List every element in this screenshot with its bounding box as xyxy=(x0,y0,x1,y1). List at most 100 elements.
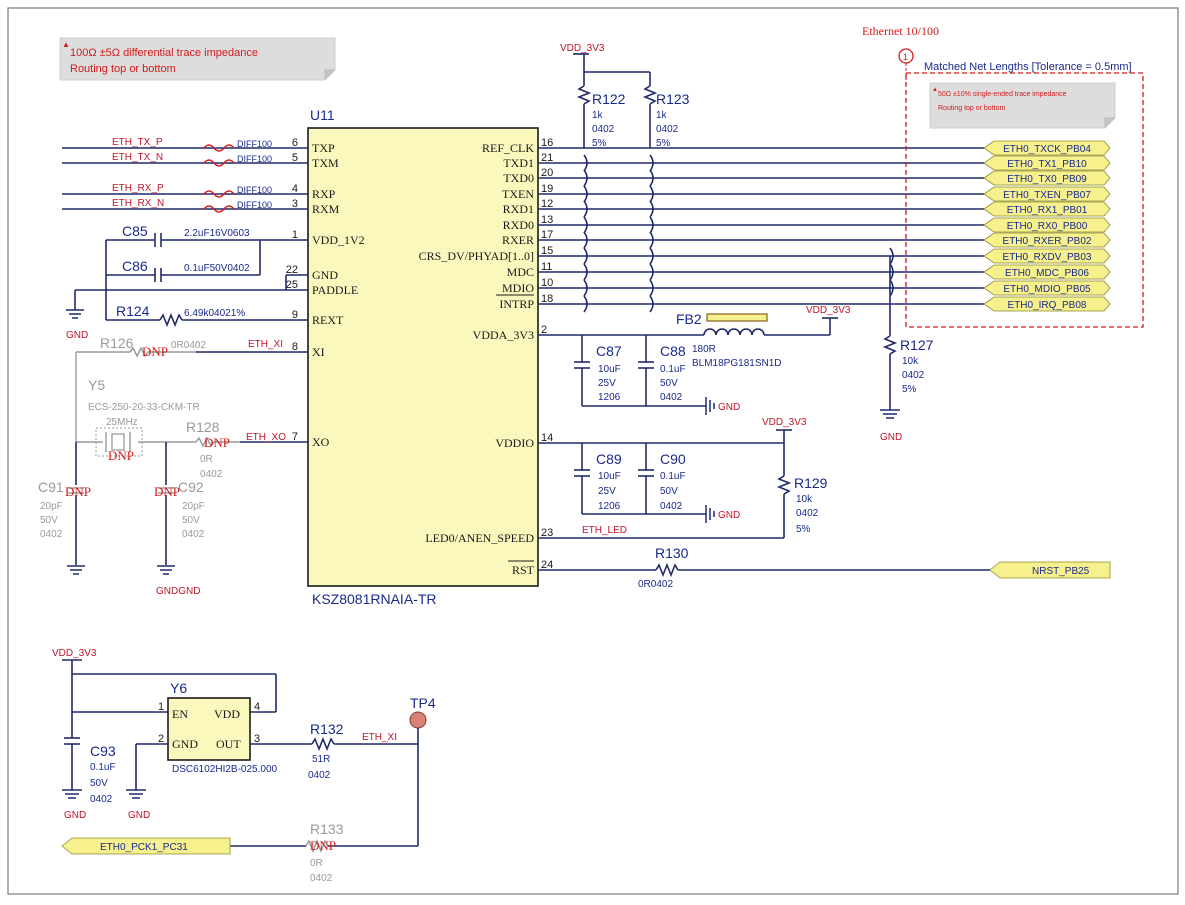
eth-led-net: ETH_LED xyxy=(582,525,627,536)
c89-v2: 25V xyxy=(598,486,616,497)
eth-xi-net: ETH_XI xyxy=(248,339,283,350)
c86-val: 0.1uF50V0402 xyxy=(184,263,250,274)
c88-v3: 0402 xyxy=(660,392,683,403)
c87-ref: C87 xyxy=(596,343,622,359)
y5-part: ECS-250-20-33-CKM-TR xyxy=(88,402,200,413)
c85-val: 2.2uF16V0603 xyxy=(184,228,250,239)
r133-v1: 0R xyxy=(310,858,323,869)
port-label: ETH0_MDC_PB06 xyxy=(1005,268,1089,279)
fb2-v1: 180R xyxy=(692,344,716,355)
u11-pin-name: TXP xyxy=(312,141,335,155)
port-label: ETH0_RX0_PB00 xyxy=(1007,221,1088,232)
r124-ref: R124 xyxy=(116,303,150,319)
c90-v3: 0402 xyxy=(660,501,683,512)
c87-v1: 10uF xyxy=(598,364,621,375)
port-eth0_irq_pb08 xyxy=(983,296,1111,312)
u11-pin-num: 17 xyxy=(541,229,553,241)
r123-v1: 1k xyxy=(656,110,668,121)
r133-ref: R133 xyxy=(310,821,344,837)
vdd-label-fb2: VDD_3V3 xyxy=(806,305,851,316)
c91-v3: 0402 xyxy=(40,529,63,540)
u11-pin-name: VDDA_3V3 xyxy=(473,328,534,342)
c87-v3: 1206 xyxy=(598,392,621,403)
c91-v2: 50V xyxy=(40,515,58,526)
ethernet-block: Ethernet 10/100 1 Matched Net Lengths [T… xyxy=(862,24,1144,328)
c89-v3: 1206 xyxy=(598,501,621,512)
u11-pin-num: 10 xyxy=(541,277,553,289)
y6-p4: 4 xyxy=(254,701,260,713)
u11-pin-name: LED0/ANEN_SPEED xyxy=(425,531,534,545)
eth-title: Ethernet 10/100 xyxy=(862,24,939,38)
port-eth0_tx0_pb09 xyxy=(983,170,1111,186)
gnd-y6: GND xyxy=(128,810,150,821)
c88-ref: C88 xyxy=(660,343,686,359)
u11-pin-name: CRS_DV/PHYAD[1..0] xyxy=(419,249,534,263)
y6-gnd: GND xyxy=(172,737,198,751)
r130-val: 0R0402 xyxy=(638,579,673,590)
port-label: ETH0_IRQ_PB08 xyxy=(1008,300,1087,311)
diff-tag: DIFF100 xyxy=(237,185,272,195)
c92-v3: 0402 xyxy=(182,529,205,540)
y5-freq: 25MHz xyxy=(106,417,138,428)
u11-part: KSZ8081RNAIA-TR xyxy=(312,591,436,607)
u11-pin-num: 6 xyxy=(292,137,298,149)
u11-pin-num: 1 xyxy=(292,229,298,241)
c90-v2: 50V xyxy=(660,486,678,497)
port-label: ETH0_RXER_PB02 xyxy=(1003,236,1092,247)
port-eth0_rxer_pb02 xyxy=(983,232,1111,248)
u11-pin-num: 2 xyxy=(541,324,547,336)
diff-tag: DIFF100 xyxy=(237,139,272,149)
eth-xi-net-osc: ETH_XI xyxy=(362,732,397,743)
c92-v1: 20pF xyxy=(182,501,205,512)
diff-note-line2: Routing top or bottom xyxy=(70,63,176,75)
pck-port-label: ETH0_PCK1_PC31 xyxy=(100,842,188,853)
u11-pin-name: VDD_1V2 xyxy=(312,233,365,247)
nrst-port-label: NRST_PB25 xyxy=(1032,566,1090,577)
port-label: ETH0_RX1_PB01 xyxy=(1007,205,1088,216)
port-eth0_tx1_pb10 xyxy=(983,155,1111,171)
u11-pin-name: PADDLE xyxy=(312,283,358,297)
r133-v2: 0402 xyxy=(310,873,333,884)
u11-pin-num: 4 xyxy=(292,183,298,195)
r122-v3: 5% xyxy=(592,138,607,149)
u11-pin-name: VDDIO xyxy=(495,436,534,450)
matched-note: Matched Net Lengths [Tolerance = 0.5mm] xyxy=(924,61,1132,73)
y6-ref: Y6 xyxy=(170,680,187,696)
u11-pin-name: GND xyxy=(312,268,338,282)
fb2-ref: FB2 xyxy=(676,311,702,327)
u11-pin-name: TXM xyxy=(312,156,339,170)
gnd-c89: GND xyxy=(718,510,740,521)
r127-group: GND R127 10k 0402 5% xyxy=(880,306,934,443)
diff-net-label: ETH_RX_P xyxy=(112,183,164,194)
u11-pin-name: INTRP xyxy=(499,297,534,311)
gnd-r127: GND xyxy=(880,432,902,443)
c92-ref: C92 xyxy=(178,479,204,495)
c93-v1: 0.1uF xyxy=(90,762,116,773)
u11-pin-name: TXEN xyxy=(502,187,534,201)
u11-pin-num: 21 xyxy=(541,152,553,164)
c87-v2: 25V xyxy=(598,378,616,389)
c90-ref: C90 xyxy=(660,451,686,467)
y6-p2: 2 xyxy=(158,733,164,745)
r129-v1: 10k xyxy=(796,494,813,505)
u11-pin-num: 23 xyxy=(541,527,553,539)
port-eth0_txen_pb07 xyxy=(983,186,1111,202)
u11-pin-num: 18 xyxy=(541,293,553,305)
c91-v1: 20pF xyxy=(40,501,63,512)
r132-v2: 0402 xyxy=(308,770,331,781)
port-label: ETH0_TX0_PB09 xyxy=(1007,174,1087,185)
svg-text:▲: ▲ xyxy=(932,87,938,93)
u11-pin-num: 3 xyxy=(292,198,298,210)
note-marker-text: 1 xyxy=(903,52,908,62)
eth-xo-net: ETH_XO xyxy=(246,432,286,443)
u11-pin-num: 11 xyxy=(541,261,552,273)
u11-pin-num: 20 xyxy=(541,167,553,179)
r133-dnp: DNP xyxy=(310,838,336,853)
diff-net-label: ETH_RX_N xyxy=(112,198,164,209)
u11-pin-num: 13 xyxy=(541,214,553,226)
u11-pin-num: 22 xyxy=(286,264,298,276)
svg-text:▲: ▲ xyxy=(62,40,70,49)
r127-ref: R127 xyxy=(900,337,934,353)
